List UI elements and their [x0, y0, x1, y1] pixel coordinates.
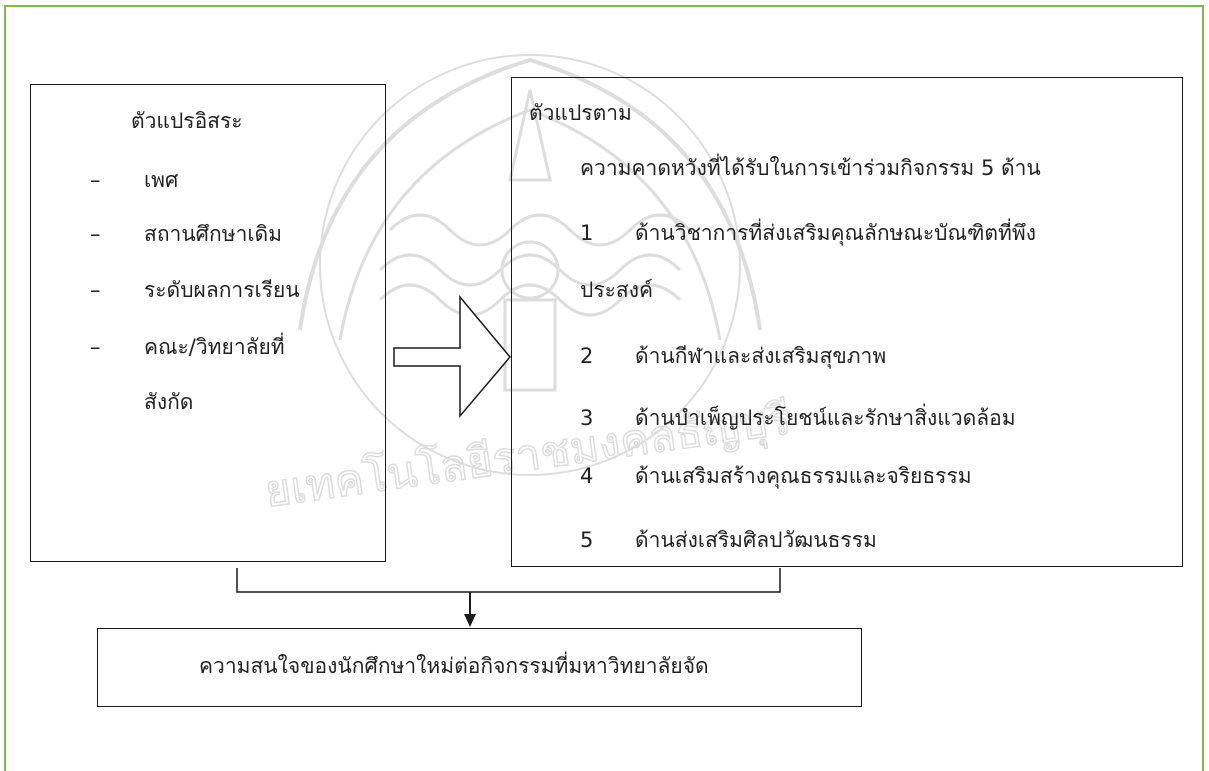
independent-item-grade-level: ระดับผลการเรียน: [144, 278, 300, 302]
bullet-dash: –: [90, 278, 101, 302]
dependent-item-culture: ด้านส่งเสริมศิลปวัฒนธรรม: [635, 528, 877, 552]
bullet-dash: –: [90, 222, 101, 246]
independent-variables-box: [30, 84, 386, 562]
bullet-dash: –: [90, 168, 101, 192]
dependent-title: ตัวแปรตาม: [529, 101, 632, 125]
dependent-item-number: 3: [580, 406, 594, 430]
independent-item-faculty-continuation: สังกัด: [144, 390, 194, 414]
result-text: ความสนใจของนักศึกษาใหม่ต่อกิจกรรมที่มหาว…: [199, 654, 709, 678]
down-arrow-head-icon: [464, 614, 476, 627]
block-arrow-icon: [393, 294, 511, 419]
dependent-item-number: 4: [580, 464, 594, 488]
dependent-item-academic: ด้านวิชาการที่ส่งเสริมคุณลักษณะบัณฑิตที่…: [635, 221, 1036, 245]
dependent-item-ethics: ด้านเสริมสร้างคุณธรรมและจริยธรรม: [635, 464, 972, 488]
independent-item-previous-school: สถานศึกษาเดิม: [144, 222, 283, 246]
dependent-item-number: 2: [580, 344, 594, 368]
independent-item-faculty: คณะ/วิทยาลัยที่: [144, 335, 285, 359]
dependent-item-service: ด้านบำเพ็ญประโยชน์และรักษาสิ่งแวดล้อม: [635, 406, 1016, 430]
dependent-item-sports: ด้านกีฬาและส่งเสริมสุขภาพ: [635, 344, 887, 368]
independent-title: ตัวแปรอิสระ: [131, 109, 243, 133]
outer-frame: [4, 5, 1204, 771]
independent-item-gender: เพศ: [144, 168, 179, 192]
dependent-subtitle: ความคาดหวังที่ได้รับในการเข้าร่วมกิจกรรม…: [580, 156, 1041, 180]
dependent-item-number: 1: [580, 221, 594, 245]
dependent-item-academic-continuation: ประสงค์: [580, 278, 654, 302]
bullet-dash: –: [90, 335, 101, 359]
result-box: [97, 628, 862, 707]
bracket-connector: [236, 568, 781, 593]
dependent-item-number: 5: [580, 528, 594, 552]
dependent-variables-box: [511, 77, 1183, 567]
